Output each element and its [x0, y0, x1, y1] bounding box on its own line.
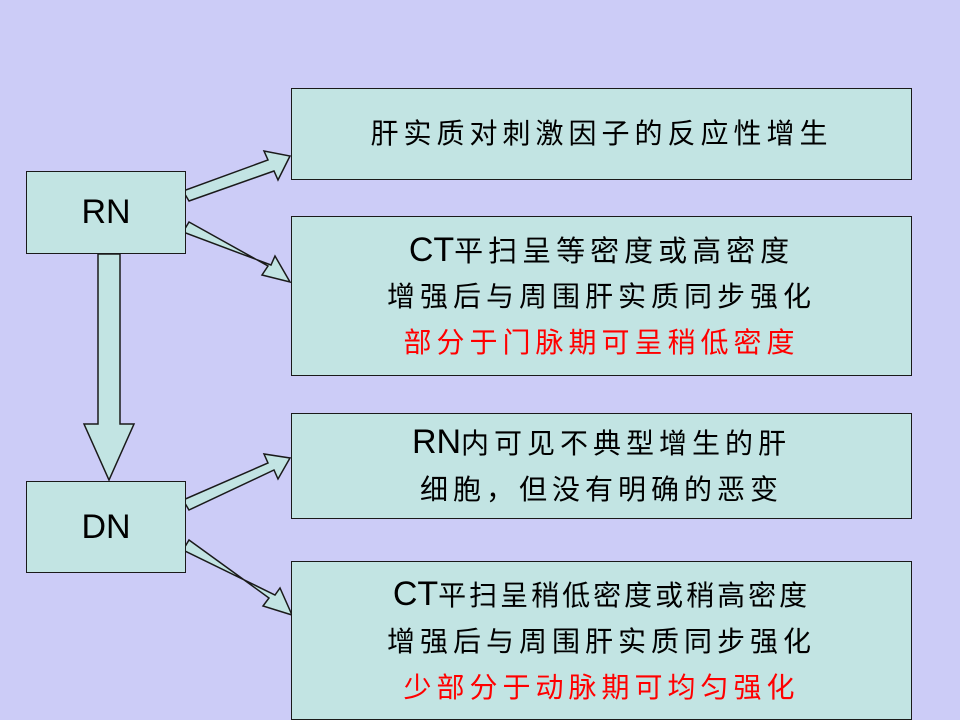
rn-ct-line-1-prefix: CT [408, 230, 455, 269]
dn-ct-box: CT平扫呈稍低密度或稍高密度 增强后与周围肝实质同步强化 少部分于动脉期可均匀强… [291, 561, 912, 720]
rn-ct-line-1: CT平扫呈等密度或高密度 [409, 227, 794, 274]
dn-ct-line-1: CT平扫呈稍低密度或稍高密度 [393, 571, 810, 619]
dn-node-label: DN [81, 507, 131, 546]
dn-definition-line-1-prefix: RN [411, 423, 462, 461]
dn-ct-line-1-text: 平扫呈稍低密度或稍高密度 [438, 578, 811, 612]
dn-definition-line-2: 细胞，但没有明确的恶变 [419, 473, 783, 506]
arrow-dn-to-ct [181, 538, 294, 617]
dn-node: DN [26, 481, 186, 573]
rn-definition-box: 肝实质对刺激因子的反应性增生 [291, 88, 912, 180]
dn-ct-line-2: 增强后与周围肝实质同步强化 [386, 624, 816, 658]
rn-node: RN [26, 171, 186, 254]
dn-ct-line-1-prefix: CT [392, 574, 439, 613]
dn-definition-line-1-text: 内可见不典型增生的肝 [461, 427, 792, 460]
arrow-rn-to-ct [181, 220, 292, 284]
rn-ct-line-1-text: 平扫呈等密度或高密度 [454, 233, 795, 268]
rn-ct-box: CT平扫呈等密度或高密度 增强后与周围肝实质同步强化 部分于门脉期可呈稍低密度 [291, 216, 912, 376]
arrow-dn-to-definition [181, 453, 292, 511]
dn-definition-line-1: RN内可见不典型增生的肝 [412, 419, 791, 467]
rn-ct-line-3-highlight: 部分于门脉期可呈稍低密度 [403, 325, 800, 359]
arrow-rn-to-dn [82, 253, 136, 482]
rn-definition-line-1: 肝实质对刺激因子的反应性增生 [370, 117, 833, 150]
dn-definition-box: RN内可见不典型增生的肝 细胞，但没有明确的恶变 [291, 413, 912, 519]
rn-ct-line-2: 增强后与周围肝实质同步强化 [386, 279, 816, 313]
arrow-rn-to-definition [181, 149, 292, 202]
rn-node-label: RN [81, 193, 131, 231]
dn-ct-line-3-highlight: 少部分于动脉期可均匀强化 [403, 670, 800, 704]
